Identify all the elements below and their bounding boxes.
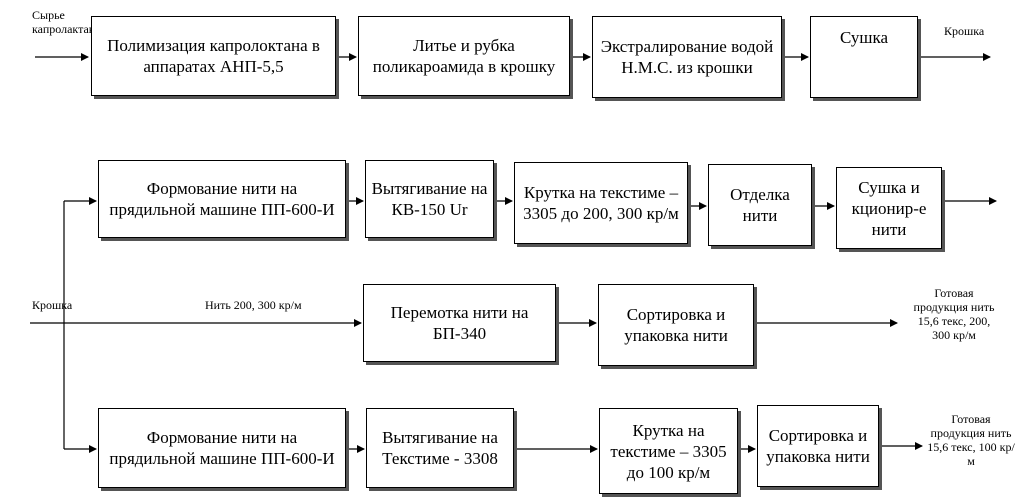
box-casting-cutting: Литье и рубка поликароамида в крошку <box>358 16 570 96</box>
crumb-output-label: Крошка <box>944 24 985 38</box>
raw-material-label: Сырье капролактан <box>32 8 96 36</box>
finished-product-2-label: Готовая продукция нить 15,6 текс, 100 кр… <box>927 412 1015 468</box>
box-drying: Сушка <box>810 16 918 98</box>
box-polymerization: Полимизация капролоктана в аппаратах АНП… <box>91 16 336 96</box>
crumb-input-label: Крошка <box>32 298 73 312</box>
box-finishing: Отделка нити <box>708 164 812 246</box>
box-sorting-packing-2: Сортировка и упаковка нити <box>757 405 879 487</box>
box-drawing-textime-3308: Вытягивание на Текстиме - 3308 <box>366 408 514 488</box>
box-forming-2: Формование нити на прядильной машине ПП-… <box>98 408 346 488</box>
box-drawing-kv150: Вытягивание на КВ-150 Ur <box>365 160 494 238</box>
box-sorting-packing-1: Сортировка и упаковка нити <box>598 284 754 366</box>
finished-product-1-label: Готовая продукция нить 15,6 текс, 200, 3… <box>913 286 995 342</box>
box-rewinding-bp340: Перемотка нити на БП-340 <box>363 284 556 362</box>
box-twisting-100: Крутка на текстиме – 3305 до 100 кр/м <box>599 408 738 494</box>
box-twisting-200-300: Крутка на текстиме – 3305 до 200, 300 кр… <box>514 162 688 244</box>
thread-200-300-label: Нить 200, 300 кр/м <box>205 298 302 312</box>
box-drying-conditioning: Сушка и кционир-е нити <box>836 167 942 249</box>
box-extraction: Экстралирование водой Н.М.С. из крошки <box>592 16 782 98</box>
box-forming-1: Формование нити на прядильной машине ПП-… <box>98 160 346 238</box>
